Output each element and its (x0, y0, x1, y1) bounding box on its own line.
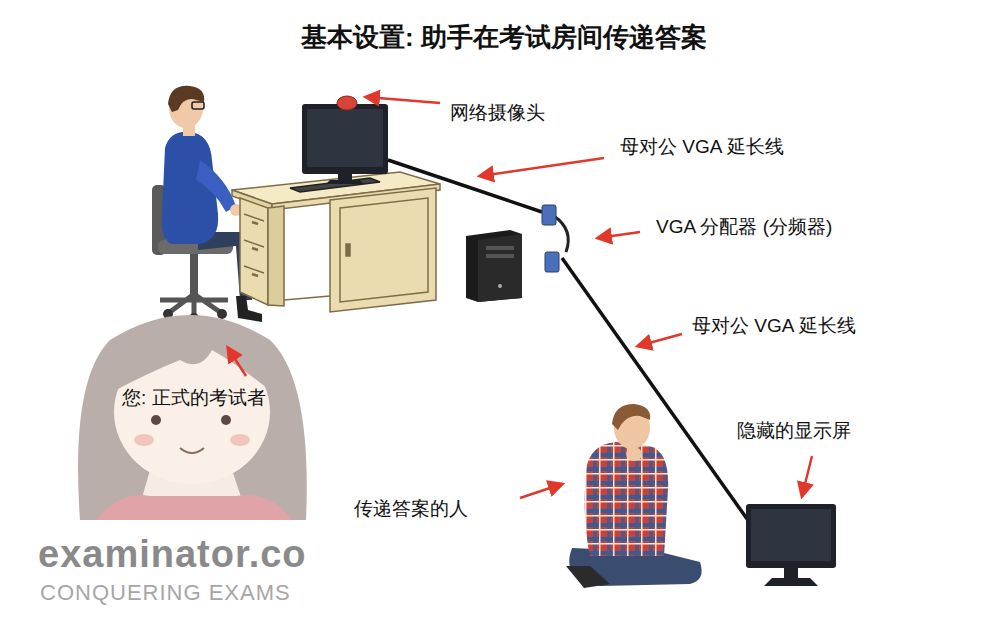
exam-monitor (307, 109, 383, 167)
vga-splitter (545, 252, 559, 272)
cartoon-examinee (78, 315, 307, 520)
desk (252, 222, 258, 276)
leader-arrow (228, 348, 246, 376)
seated-examinee-figure (168, 86, 204, 112)
pc-tower (478, 234, 522, 302)
callout-label: 隐藏的显示屏 (737, 420, 851, 443)
leader-arrow (520, 484, 562, 498)
answer-helper-figure (566, 566, 610, 588)
answer-helper-figure (626, 447, 642, 461)
callout-label: 您: 正式的考试者 (122, 387, 266, 410)
desk (232, 172, 440, 312)
cartoon-examinee (134, 434, 154, 446)
pc-tower (486, 254, 514, 258)
vga-cable (388, 160, 542, 212)
cartoon-examinee (78, 315, 307, 520)
webcam (337, 96, 357, 110)
callout-label: 母对公 VGA 延长线 (692, 315, 856, 338)
hidden-monitor (764, 578, 818, 586)
office-chair (217, 309, 227, 319)
desk (284, 296, 330, 300)
callout-label: VGA 分配器 (分频器) (656, 216, 832, 239)
cartoon-examinee (112, 330, 272, 392)
callout-label: 传递答案的人 (354, 498, 468, 521)
hidden-monitor (746, 504, 836, 586)
cartoon-examinee (221, 415, 231, 425)
cartoon-examinee (230, 434, 250, 446)
desk (330, 188, 436, 312)
pc-tower (486, 246, 514, 250)
cartoon-examinee (151, 415, 161, 425)
answer-helper-figure (628, 460, 653, 510)
answer-helper-figure (612, 404, 650, 430)
callout-label: 母对公 VGA 延长线 (620, 136, 784, 159)
answer-helper-figure (585, 442, 669, 556)
seated-examinee-figure (192, 102, 204, 109)
callout-label: 网络摄像头 (450, 102, 545, 125)
leader-arrow (228, 97, 812, 498)
exam-monitor (326, 180, 364, 184)
exam-monitor (302, 104, 388, 174)
pc-tower (498, 284, 502, 288)
desk (240, 198, 268, 305)
seated-examinee-figure (196, 160, 236, 212)
desk (268, 206, 284, 306)
vga-splitter (542, 205, 556, 225)
pc-tower (466, 230, 522, 302)
watermark: CONQUERING EXAMS (40, 580, 291, 606)
leader-arrow (366, 97, 440, 103)
desk (290, 178, 380, 192)
leader-arrow (802, 456, 812, 496)
answer-helper-figure (566, 404, 702, 588)
vga-splitter (542, 205, 568, 272)
exam-monitor (302, 104, 388, 184)
hidden-monitor (784, 568, 798, 578)
hidden-monitor (746, 504, 836, 568)
leader-arrow (480, 158, 604, 176)
pc-tower (466, 230, 522, 302)
watermark: examinator.co (38, 532, 307, 578)
cartoon-examinee (180, 448, 204, 453)
desk (340, 198, 428, 302)
office-chair (190, 254, 198, 294)
desk (346, 244, 350, 256)
hidden-monitor (751, 509, 831, 561)
diagram-title: 基本设置: 助手在考试房间传递答案 (4, 22, 1000, 53)
leader-arrow (638, 334, 682, 346)
leader-arrow (598, 232, 640, 238)
cartoon-examinee (96, 495, 292, 520)
webcam (337, 96, 357, 110)
